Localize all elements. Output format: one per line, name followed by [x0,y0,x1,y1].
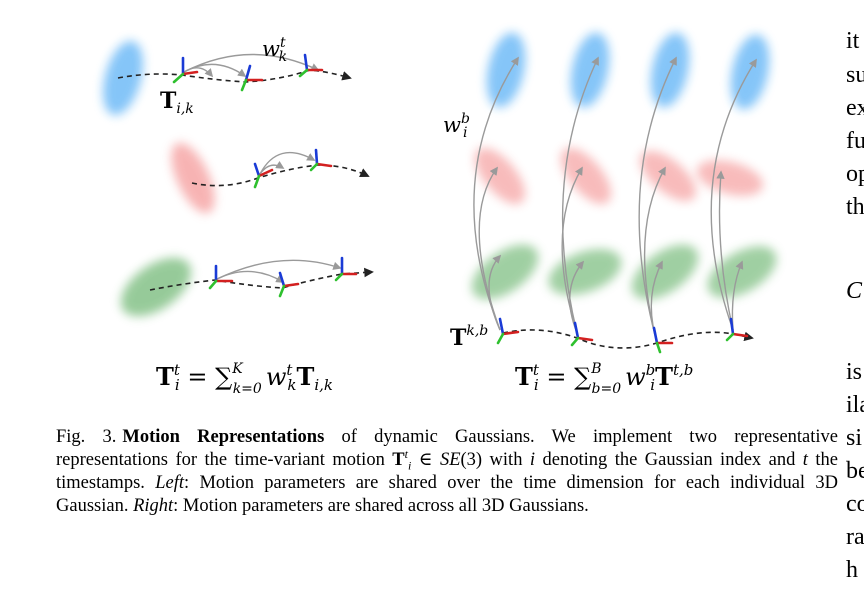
math-T-sub: i [407,458,412,473]
column-fragment: it [846,28,860,54]
math-T-sup: t [404,446,408,461]
math-T: T [392,450,405,470]
column-fragment: th [846,194,864,220]
blue-gaussian [103,41,143,115]
green-gaussians-right [471,244,777,300]
caption-text: denoting the Gaussian index and [535,450,803,470]
caption-left-label: Left [155,473,184,493]
figure-number: Fig. 3. [56,427,117,447]
blue-gaussians-right [486,32,770,110]
green-gaussian [120,257,192,317]
caption-text: : Motion parameters are shared across al… [173,496,589,516]
math-t: t [802,450,808,470]
frames-right [496,317,749,354]
caption-title: Motion Representations [122,427,325,447]
caption-text: : Motion parameters are shared over the … [56,473,838,516]
column-fragment: ila [846,392,864,418]
frames-left [172,53,358,298]
weight-arrows-right [473,56,757,336]
math-se: SE [439,450,461,470]
caption-text: of dynamic Gaussians. We implement two r… [56,427,839,470]
column-fragment: fu [846,128,864,154]
column-fragment: C [846,278,863,304]
column-fragment: op [846,161,864,187]
caption-right-label: Right [133,496,174,516]
trajectory-blue [117,69,352,83]
column-fragment: ex [846,95,864,121]
column-fragment: su [846,62,864,88]
red-gaussian [171,142,215,214]
red-gaussians-right [474,147,764,205]
column-fragment: is [846,359,863,385]
column-fragment: co [846,491,864,517]
math-i: i [529,450,536,470]
caption-text: with [482,450,530,470]
caption-text: the timestamps. [56,450,838,493]
column-fragment: be [846,458,864,484]
label-T-right: Tk,b [450,323,488,351]
column-fragment: si [846,425,863,451]
weight-arrows-left [183,53,342,283]
trajectory-right [502,329,754,349]
trajectory-green [149,267,374,291]
column-fragment: ra [846,524,864,550]
math-in: ∈ [411,450,440,470]
figure-caption: Fig. 3.Motion Representations of dynamic… [56,426,838,518]
math-se-arg: (3) [460,450,483,470]
column-fragment: h [846,557,858,583]
trajectory-red [191,164,370,187]
label-T-left: Ti,k [160,88,194,117]
adjacent-column-text: it su ex fu op th C is ila si be co ra h [846,0,864,590]
